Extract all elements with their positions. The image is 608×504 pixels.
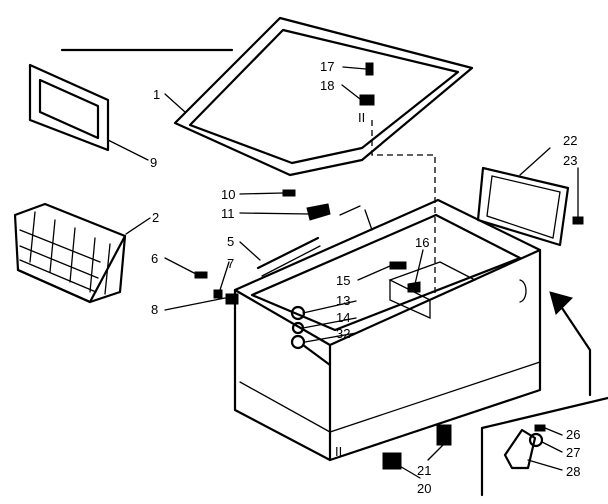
cabinet-mark: II: [335, 444, 342, 459]
part-8-bumper: [225, 293, 239, 305]
label-16: 16: [415, 235, 429, 250]
label-9: 9: [150, 155, 157, 170]
label-20: 20: [417, 481, 431, 496]
label-10: 10: [221, 187, 235, 202]
label-18: 18: [320, 78, 334, 93]
cabinet: II: [233, 198, 542, 462]
label-13: 13: [336, 293, 350, 308]
part-2-basket: [13, 202, 127, 304]
inset-arrow: [558, 303, 592, 397]
label-14: 14: [336, 310, 350, 325]
part-27-washer: [528, 432, 544, 448]
part-9-frame: [28, 63, 110, 152]
leader-lines: [107, 66, 579, 479]
hinge-block: [359, 94, 375, 106]
label-27: 27: [566, 445, 580, 460]
label-32: 32: [336, 326, 350, 341]
part-21-fitting: [436, 424, 452, 446]
label-1: 1: [153, 87, 160, 102]
part-11-tab: [339, 205, 373, 231]
part-5-rod: [256, 236, 320, 270]
part-6-screw: [194, 271, 208, 279]
label-28: 28: [566, 464, 580, 479]
part-32-fitting: [290, 334, 306, 350]
part-5-rod-edge: [261, 245, 321, 277]
part-23-screw: [572, 216, 584, 225]
inset-frame: [480, 396, 608, 497]
label-6: 6: [151, 251, 158, 266]
part-26-screw: [534, 424, 546, 432]
label-2: 2: [152, 210, 159, 225]
part-7-nut: [213, 289, 223, 299]
label-26: 26: [566, 427, 580, 442]
label-7: 7: [227, 256, 234, 271]
part-16-clip: [407, 281, 421, 293]
part-15-pin: [389, 261, 407, 270]
part-10-screw: [282, 189, 296, 197]
lid-mark: II: [358, 110, 365, 125]
part-1-lid: II: [173, 16, 474, 177]
part-17-screw: [365, 62, 374, 76]
drain-tube: [301, 343, 332, 367]
label-8: 8: [151, 302, 158, 317]
label-23: 23: [563, 153, 577, 168]
label-11: 11: [221, 206, 235, 221]
part-11-bracket: [306, 203, 331, 221]
label-21: 21: [417, 463, 431, 478]
hinge-leader: [371, 120, 436, 298]
label-17: 17: [320, 59, 334, 74]
callout-labels: 1 2 5 6 7 8 9 10 11 13 14 15 16 17 18 20…: [150, 59, 580, 496]
part-22-plate: [476, 166, 570, 247]
part-28-knob: [503, 428, 537, 470]
label-22: 22: [563, 133, 577, 148]
part-20-plug: [382, 452, 402, 470]
label-15: 15: [336, 273, 350, 288]
arrow-head: [549, 291, 573, 315]
label-5: 5: [227, 234, 234, 249]
